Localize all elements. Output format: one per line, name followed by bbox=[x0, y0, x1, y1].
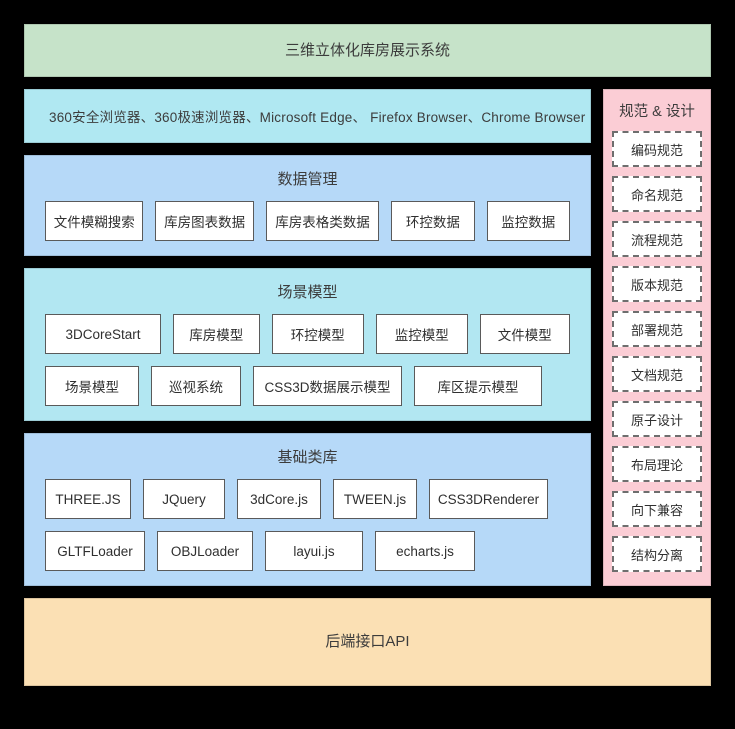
data-management-item[interactable]: 库房图表数据 bbox=[155, 201, 254, 241]
scene-model-item[interactable]: CSS3D数据展示模型 bbox=[253, 366, 402, 406]
base-library-item[interactable]: echarts.js bbox=[375, 531, 475, 571]
scene-model-item[interactable]: 库区提示模型 bbox=[414, 366, 542, 406]
base-library-item[interactable]: GLTFLoader bbox=[45, 531, 145, 571]
base-library-title: 基础类库 bbox=[277, 449, 338, 466]
standards-design-sidebar: 规范 & 设计 编码规范命名规范流程规范版本规范部署规范文档规范原子设计布局理论… bbox=[603, 89, 711, 586]
sidebar-title: 规范 & 设计 bbox=[619, 104, 695, 120]
sidebar-item-9[interactable]: 向下兼容 bbox=[612, 491, 702, 527]
sidebar-item-7[interactable]: 原子设计 bbox=[612, 401, 702, 437]
scene-model-row: 3DCoreStart 库房模型环控模型监控模型文件模型 bbox=[25, 314, 590, 354]
scene-model-item[interactable]: 库房模型 bbox=[173, 314, 260, 354]
backend-api-panel: 后端接口API bbox=[24, 598, 711, 686]
scene-model-item[interactable]: 环控模型 bbox=[271, 314, 365, 354]
base-library-row: GLTFLoader OBJLoader layui.js echarts.js bbox=[25, 531, 590, 571]
scene-model-item[interactable]: 文件模型 bbox=[479, 314, 571, 354]
data-management-item[interactable]: 监控数据 bbox=[486, 201, 570, 241]
scene-model-item[interactable]: 监控模型 bbox=[376, 314, 468, 354]
base-library-item[interactable]: OBJLoader bbox=[157, 531, 253, 571]
base-library-rows: THREE.JS JQuery 3dCore.js TWEEN.js CSS3DRend… bbox=[25, 479, 590, 571]
base-library-item[interactable]: JQuery bbox=[143, 479, 225, 519]
base-library-item[interactable]: THREE.JS bbox=[45, 479, 131, 519]
base-library-item[interactable]: TWEEN.js bbox=[333, 479, 417, 519]
scene-model-item[interactable]: 3DCoreStart bbox=[45, 314, 161, 354]
data-management-item[interactable]: 环控数据 bbox=[391, 201, 475, 241]
middle-region: 360安全浏览器、360极速浏览器、Microsoft Edge、 Firefo… bbox=[24, 89, 711, 586]
sidebar-item-6[interactable]: 文档规范 bbox=[612, 356, 702, 392]
base-library-item[interactable]: CSS3DRenderer bbox=[429, 479, 548, 519]
diagram-stack: 三维立体化库房展示系统 360安全浏览器、360极速浏览器、Microsoft … bbox=[24, 24, 711, 686]
system-title: 三维立体化库房展示系统 bbox=[284, 41, 450, 59]
sidebar-item-4[interactable]: 版本规范 bbox=[612, 266, 702, 302]
scene-model-rows: 3DCoreStart 库房模型环控模型监控模型文件模型场景模型巡视系统 CSS3D… bbox=[25, 314, 590, 406]
scene-model-row: 场景模型巡视系统 CSS3D数据展示模型库区提示模型 bbox=[25, 366, 590, 406]
sidebar-item-8[interactable]: 布局理论 bbox=[612, 446, 702, 482]
data-management-item[interactable]: 文件模糊搜索 bbox=[45, 201, 144, 241]
data-management-item[interactable]: 库房表格类数据 bbox=[265, 201, 380, 241]
base-library-item[interactable]: layui.js bbox=[265, 531, 363, 571]
sidebar-items: 编码规范命名规范流程规范版本规范部署规范文档规范原子设计布局理论向下兼容结构分离 bbox=[612, 131, 702, 572]
scene-model-item[interactable]: 场景模型 bbox=[45, 366, 139, 406]
backend-api-title: 后端接口API bbox=[325, 633, 410, 650]
sidebar-item-10[interactable]: 结构分离 bbox=[612, 536, 702, 572]
system-title-banner: 三维立体化库房展示系统 bbox=[24, 24, 711, 77]
base-library-panel: 基础类库 THREE.JS JQuery 3dCore.js TWEEN.js CSS3… bbox=[24, 433, 591, 586]
sidebar-item-5[interactable]: 部署规范 bbox=[612, 311, 702, 347]
base-library-item[interactable]: 3dCore.js bbox=[237, 479, 321, 519]
scene-model-title: 场景模型 bbox=[277, 284, 338, 301]
sidebar-item-2[interactable]: 命名规范 bbox=[612, 176, 702, 212]
sidebar-item-1[interactable]: 编码规范 bbox=[612, 131, 702, 167]
sidebar-item-3[interactable]: 流程规范 bbox=[612, 221, 702, 257]
data-management-panel: 数据管理 文件模糊搜索库房图表数据库房表格类数据环控数据监控数据 bbox=[24, 155, 591, 256]
scene-model-item[interactable]: 巡视系统 bbox=[151, 366, 241, 406]
browser-support-text: 360安全浏览器、360极速浏览器、Microsoft Edge、 Firefo… bbox=[49, 110, 586, 125]
main-column: 360安全浏览器、360极速浏览器、Microsoft Edge、 Firefo… bbox=[24, 89, 591, 586]
data-management-items: 文件模糊搜索库房图表数据库房表格类数据环控数据监控数据 bbox=[25, 201, 590, 241]
base-library-row: THREE.JS JQuery 3dCore.js TWEEN.js CSS3DRend… bbox=[25, 479, 590, 519]
data-management-title: 数据管理 bbox=[277, 171, 338, 188]
browser-support-panel: 360安全浏览器、360极速浏览器、Microsoft Edge、 Firefo… bbox=[24, 89, 591, 143]
